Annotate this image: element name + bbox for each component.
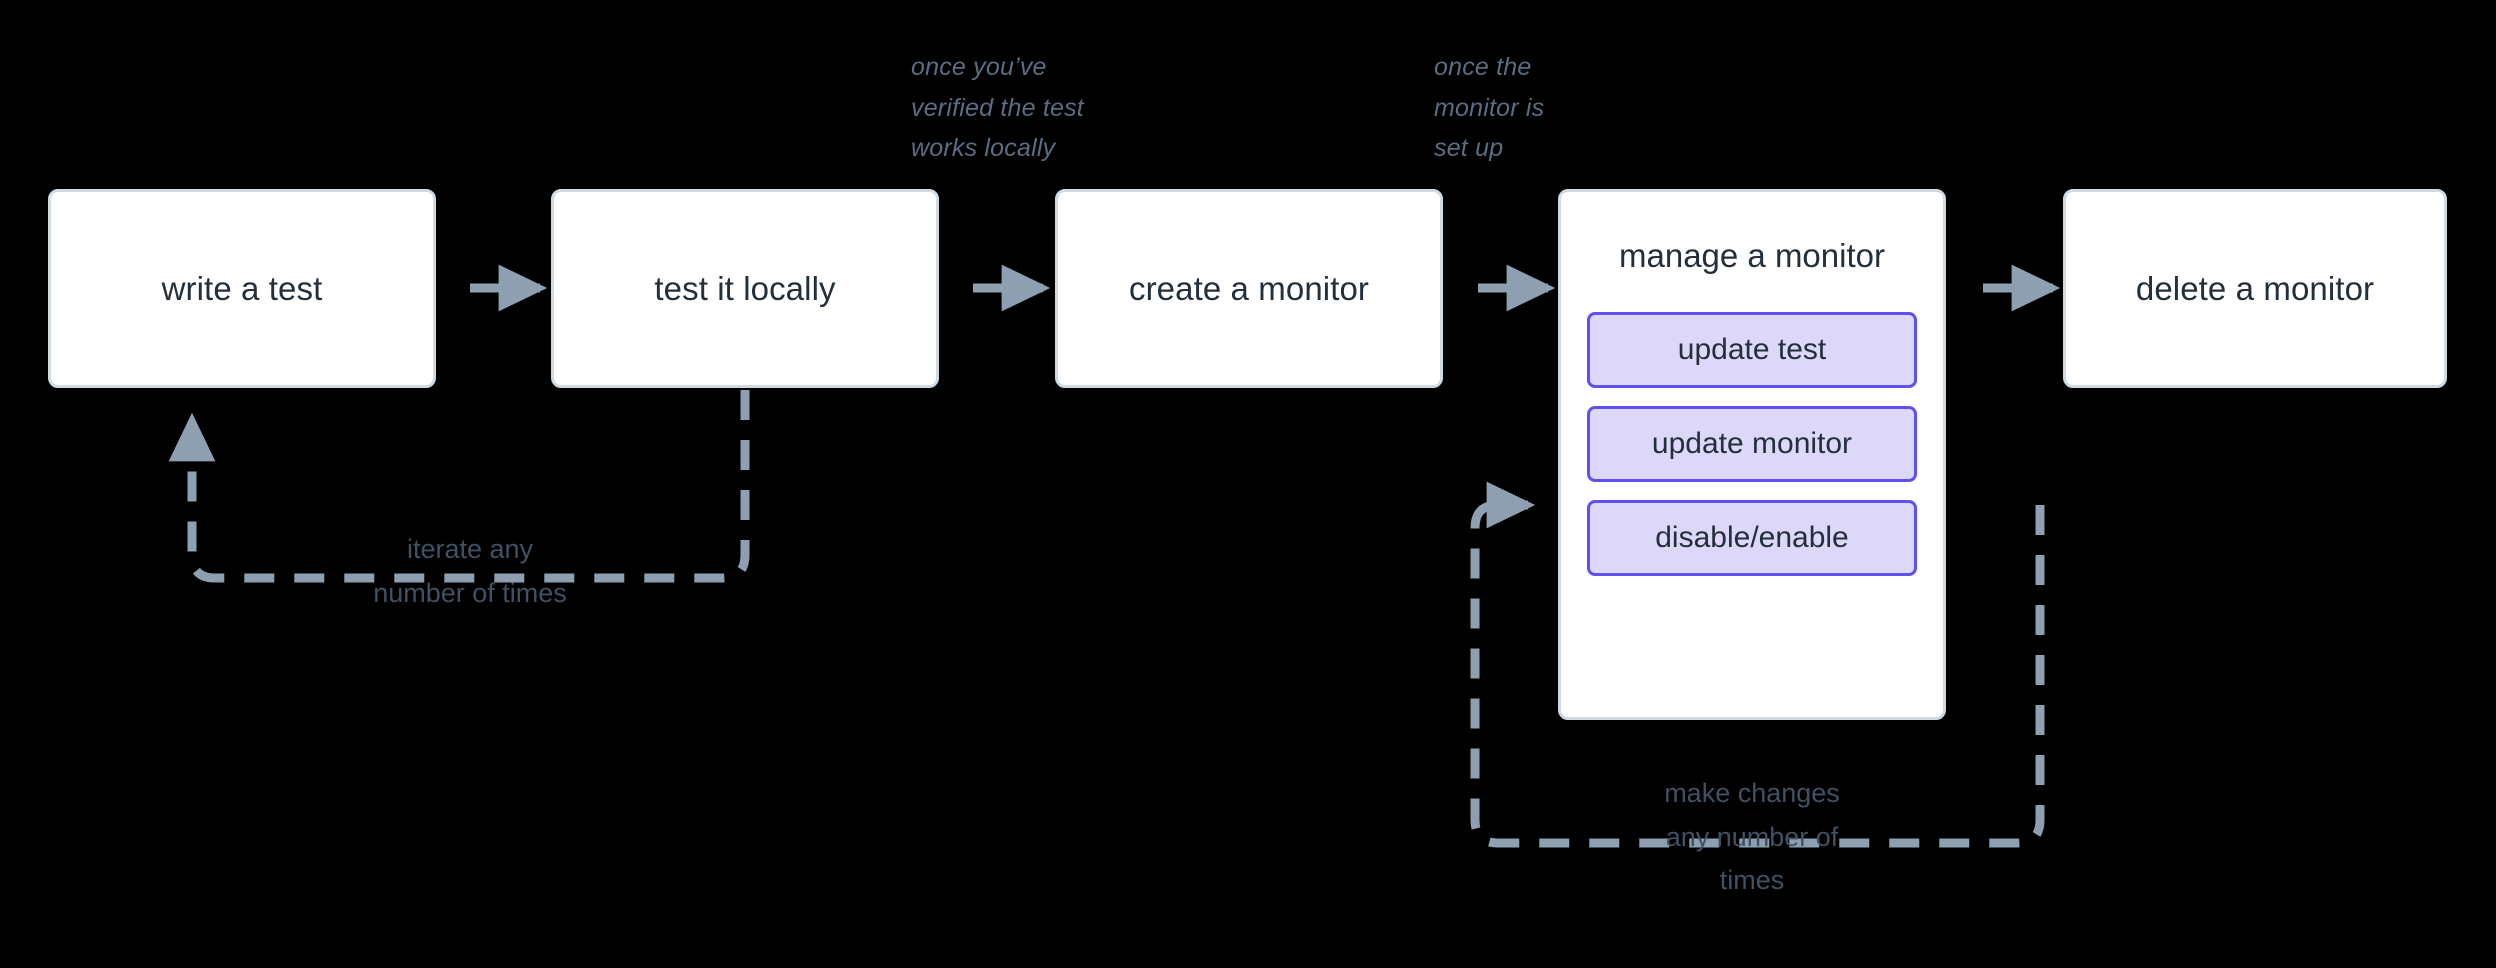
note-verified-locally: once you’ve verified the test works loca… xyxy=(911,53,1084,162)
node-test-it-locally[interactable]: test it locally xyxy=(551,189,939,388)
chip-label-disable-enable: disable/enable xyxy=(1655,520,1849,554)
node-manage-a-monitor[interactable]: manage a monitor update test update moni… xyxy=(1558,189,1946,720)
node-label-test-it-locally: test it locally xyxy=(654,269,836,307)
chip-update-monitor[interactable]: update monitor xyxy=(1587,405,1917,482)
chip-update-test[interactable]: update test xyxy=(1587,311,1917,388)
edge-label-iterate-loop: iterate any number of times xyxy=(373,534,567,608)
chip-disable-enable[interactable]: disable/enable xyxy=(1587,499,1917,576)
node-label-manage-a-monitor: manage a monitor xyxy=(1619,237,1885,274)
node-write-a-test[interactable]: write a test xyxy=(48,189,436,388)
chip-label-update-test: update test xyxy=(1677,332,1827,366)
node-delete-a-monitor[interactable]: delete a monitor xyxy=(2063,189,2447,388)
node-create-a-monitor[interactable]: create a monitor xyxy=(1055,189,1443,388)
chip-label-update-monitor: update monitor xyxy=(1651,426,1853,460)
node-label-write-a-test: write a test xyxy=(161,269,323,307)
note-monitor-set-up: once the monitor is set up xyxy=(1434,53,1545,162)
edge-label-make-changes-loop: make changes any number of times xyxy=(1664,778,1840,896)
manage-action-list: update test update monitor disable/enabl… xyxy=(1561,311,1943,576)
node-label-create-a-monitor: create a monitor xyxy=(1128,269,1370,307)
node-label-delete-a-monitor: delete a monitor xyxy=(2135,269,2375,307)
